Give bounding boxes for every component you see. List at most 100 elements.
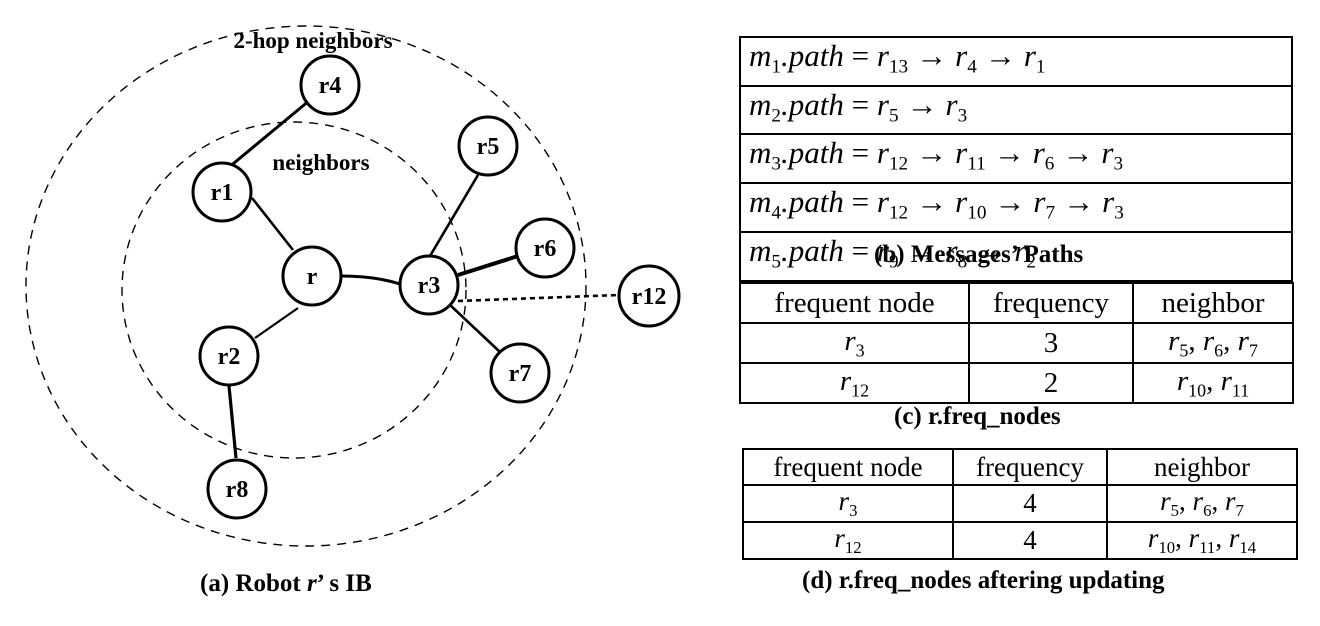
path-node: r10 — [955, 184, 986, 224]
svg-text:r4: r4 — [319, 73, 342, 99]
frequent-node: r12 — [839, 364, 869, 400]
path-row: m1.path = r13→r4→r1 — [739, 36, 1293, 87]
message-index: 5 — [771, 251, 781, 273]
arrow-symbol: → — [916, 135, 948, 171]
neighbor-node-base: r — [1228, 522, 1240, 553]
neighbor-node-base: r — [1147, 522, 1159, 553]
edge-r-r2 — [254, 307, 299, 339]
svg-text:r3: r3 — [418, 273, 441, 299]
neighbor-node-index: 7 — [1248, 340, 1258, 361]
neighbor-node-index: 10 — [1158, 537, 1176, 557]
node-r12: r12 — [617, 264, 681, 328]
neighbor-cell: r5, r6, r7 — [1106, 484, 1298, 523]
path-node-index: 10 — [967, 202, 987, 224]
neighbor-node-base: r — [1176, 364, 1189, 397]
path-field: .path — [781, 38, 844, 73]
svg-text:r6: r6 — [534, 236, 557, 262]
neighbor-separator: , — [1175, 522, 1189, 553]
path-cell: m4.path = r12→r10→r7→r3 — [739, 182, 1293, 233]
neighbor-node-index: 5 — [1170, 500, 1180, 520]
neighbor-separator: , — [1215, 522, 1229, 553]
neighbor-node-index: 14 — [1239, 537, 1257, 557]
path-field: .path — [781, 232, 844, 268]
path-node: r6 — [1032, 135, 1055, 175]
neighbor-cell: r10, r11, r14 — [1106, 520, 1298, 560]
message-index: 4 — [771, 202, 781, 224]
freq-nodes-updated-header-row: frequent node frequency neighbor — [742, 448, 1298, 486]
path-node-base: r — [1032, 135, 1045, 171]
path-node-index: 4 — [967, 56, 977, 78]
node-r2: r2 — [198, 325, 260, 387]
edge-r2-r8 — [227, 385, 238, 459]
header-frequent-node: frequent node — [739, 282, 970, 324]
neighbor-node: r11 — [1221, 365, 1250, 400]
neighbor-node: r7 — [1224, 486, 1244, 520]
path-node-index: 12 — [888, 154, 909, 176]
frequent-node-index: 3 — [855, 340, 865, 361]
caption-d: (d) r.freq_nodes aftering updating — [802, 567, 1165, 594]
path-row: m3.path = r12→r11→r6→r3 — [739, 133, 1293, 185]
neighbor-separator: , — [1188, 324, 1203, 357]
neighbor-node-base: r — [1224, 486, 1236, 516]
node-r: r — [281, 245, 343, 307]
node-r1: r1 — [191, 161, 253, 223]
svg-text:r1: r1 — [211, 180, 234, 206]
robot-ib-graph: 2-hop neighbors neighbors r r1 r2 r3 r4 … — [25, 25, 681, 547]
path-node-base: r — [955, 135, 968, 171]
message-index: 1 — [771, 56, 781, 78]
path-node-index: 3 — [1113, 154, 1124, 176]
path-node: r2 — [1014, 233, 1036, 273]
path-node: r3 — [1102, 184, 1124, 224]
path-node: r8 — [946, 233, 968, 273]
frequent-node: r3 — [844, 325, 865, 361]
edge-r3-r6 — [457, 254, 519, 277]
arrow-symbol: → — [906, 232, 938, 268]
message-name: m — [749, 135, 772, 171]
equals-sign: = — [843, 232, 877, 268]
node-r7: r7 — [489, 342, 551, 404]
path-node: r13 — [876, 38, 908, 78]
path-node-base: r — [876, 135, 889, 171]
path-node-base: r — [876, 38, 889, 73]
neighbor-node: r10 — [1176, 364, 1206, 400]
neighbor-node-index: 7 — [1235, 500, 1244, 520]
neighbor-node-base: r — [1188, 522, 1200, 553]
equals-sign: = — [843, 184, 877, 220]
path-cell: m3.path = r12→r11→r6→r3 — [739, 133, 1293, 185]
path-node-index: 9 — [888, 251, 899, 273]
neighbors-label: neighbors — [272, 150, 369, 175]
path-node-index: 7 — [1045, 202, 1056, 224]
path-node-base: r — [945, 86, 958, 122]
neighbor-region — [121, 121, 467, 459]
neighbor-separator: , — [1179, 486, 1193, 516]
path-node-index: 6 — [1044, 154, 1055, 176]
caption-a-robot: r — [306, 570, 317, 597]
path-node: r1 — [1023, 38, 1046, 78]
path-expression: m2.path = r5→r3 — [749, 86, 968, 127]
header-frequency: frequency — [968, 282, 1134, 324]
header-neighbor: neighbor — [1132, 282, 1294, 324]
edge-r1-r — [250, 197, 295, 251]
frequent-node-cell: r12 — [739, 362, 970, 404]
path-node-index: 12 — [888, 202, 909, 224]
node-r6: r6 — [514, 217, 576, 279]
path-node: r5 — [877, 87, 899, 127]
path-node: r3 — [945, 86, 968, 127]
path-node-index: 5 — [888, 105, 899, 127]
path-node: r12 — [876, 135, 908, 175]
path-expression: m4.path = r12→r10→r7→r3 — [749, 184, 1124, 224]
neighbor-node-base: r — [1237, 324, 1249, 357]
frequent-node-base: r — [839, 364, 852, 397]
edge-r4-r1 — [221, 98, 311, 175]
path-row: m5.path = r9→r8→r2 — [739, 230, 1293, 282]
path-node-base: r — [1023, 38, 1036, 73]
arrow-symbol: → — [906, 86, 938, 122]
caption-a-prefix: (a) Robot — [200, 570, 307, 597]
arrow-symbol: → — [993, 135, 1025, 171]
neighbor-node: r7 — [1237, 324, 1258, 361]
